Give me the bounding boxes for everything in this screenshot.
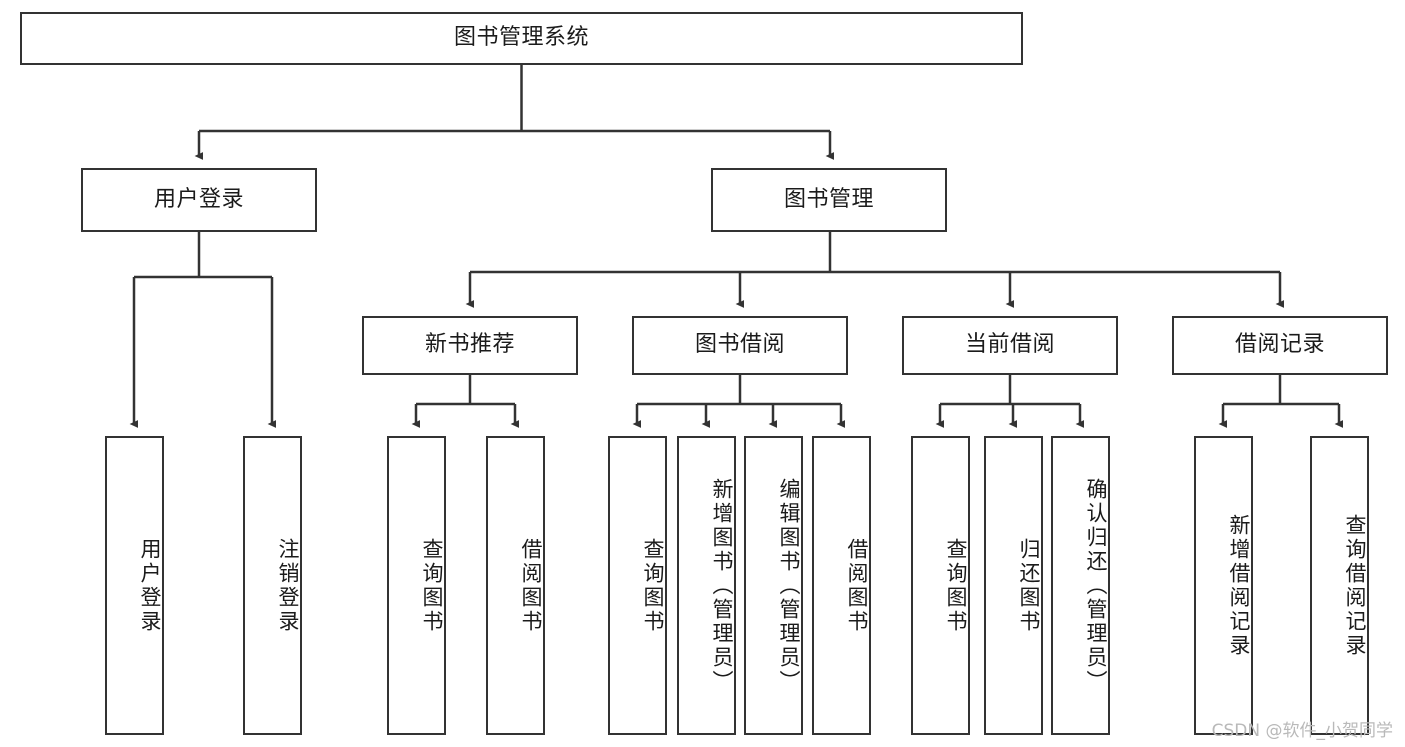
node-book-manage-label: 图书管理 — [783, 186, 874, 212]
node-leaf-add-record-label: 新增借阅记录 — [1227, 513, 1251, 658]
node-leaf-user-login-label: 用户登录 — [138, 537, 162, 634]
node-root-label: 图书管理系统 — [453, 25, 589, 51]
node-leaf-query-book-rec-label: 查询图书 — [420, 537, 444, 634]
node-leaf-borrow-book[interactable]: 借阅图书 — [812, 436, 871, 735]
node-borrow-record-label: 借阅记录 — [1234, 332, 1325, 358]
node-leaf-query-book-current[interactable]: 查询图书 — [911, 436, 970, 735]
node-new-book-rec[interactable]: 新书推荐 — [362, 316, 578, 375]
node-leaf-edit-book-label: 编辑图书（管理员） — [777, 477, 801, 694]
node-book-borrow-label: 图书借阅 — [694, 332, 785, 358]
node-leaf-add-book[interactable]: 新增图书（管理员） — [677, 436, 736, 735]
node-leaf-borrow-book-label: 借阅图书 — [845, 537, 869, 634]
node-leaf-add-book-label: 新增图书（管理员） — [710, 477, 734, 694]
node-leaf-confirm-return[interactable]: 确认归还（管理员） — [1051, 436, 1110, 735]
node-leaf-query-book-borrow[interactable]: 查询图书 — [608, 436, 667, 735]
node-leaf-user-login[interactable]: 用户登录 — [105, 436, 164, 735]
node-leaf-query-record-label: 查询借阅记录 — [1343, 513, 1367, 658]
node-user-login[interactable]: 用户登录 — [81, 168, 317, 232]
node-leaf-query-book-rec[interactable]: 查询图书 — [387, 436, 446, 735]
node-current-borrow[interactable]: 当前借阅 — [902, 316, 1118, 375]
node-borrow-record[interactable]: 借阅记录 — [1172, 316, 1388, 375]
node-new-book-rec-label: 新书推荐 — [424, 332, 515, 358]
node-leaf-return-book[interactable]: 归还图书 — [984, 436, 1043, 735]
node-root[interactable]: 图书管理系统 — [20, 12, 1023, 65]
node-leaf-return-book-label: 归还图书 — [1017, 537, 1041, 634]
node-leaf-user-logout-label: 注销登录 — [276, 537, 300, 634]
node-leaf-user-logout[interactable]: 注销登录 — [243, 436, 302, 735]
node-leaf-query-record[interactable]: 查询借阅记录 — [1310, 436, 1369, 735]
node-book-borrow[interactable]: 图书借阅 — [632, 316, 848, 375]
node-leaf-edit-book[interactable]: 编辑图书（管理员） — [744, 436, 803, 735]
node-leaf-confirm-return-label: 确认归还（管理员） — [1084, 477, 1108, 694]
node-leaf-query-book-borrow-label: 查询图书 — [641, 537, 665, 634]
node-leaf-borrow-book-rec[interactable]: 借阅图书 — [486, 436, 545, 735]
node-leaf-add-record[interactable]: 新增借阅记录 — [1194, 436, 1253, 735]
node-current-borrow-label: 当前借阅 — [964, 332, 1055, 358]
node-user-login-label: 用户登录 — [153, 186, 244, 212]
node-leaf-borrow-book-rec-label: 借阅图书 — [519, 537, 543, 634]
node-leaf-query-book-current-label: 查询图书 — [944, 537, 968, 634]
node-book-manage[interactable]: 图书管理 — [711, 168, 947, 232]
